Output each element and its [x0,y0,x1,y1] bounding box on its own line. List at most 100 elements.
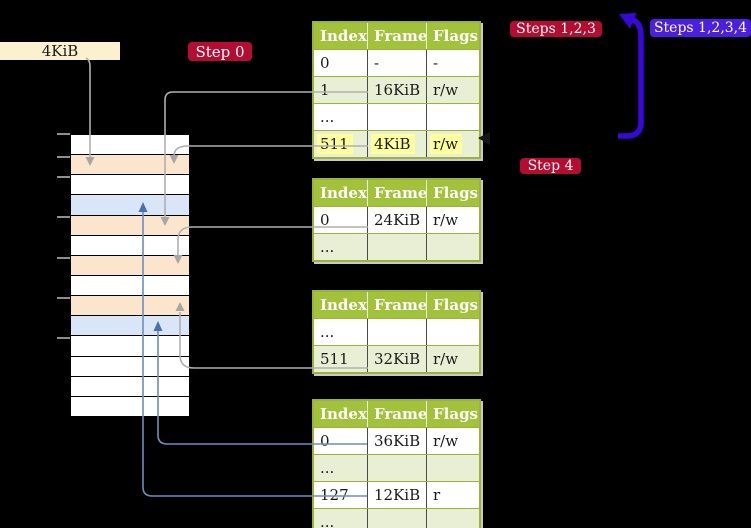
col-header-flags: Flags [433,27,478,45]
cell-flags [427,234,479,260]
cell-frame: 36KiB [368,428,427,454]
cell-index: ... [314,455,368,481]
cell-flags: r/w [427,77,479,103]
cell-flags: r/w [433,211,459,229]
cell-frame: - [368,50,427,76]
steps1234-badge-text: Steps 1,2,3,4 [653,20,748,36]
cell-frame: 12KiB [368,482,427,508]
cell-index: ... [314,104,368,130]
memory-row [71,396,189,416]
cell-frame: 32KiB [368,346,427,372]
col-header-flags: Flags [433,184,478,202]
cell-index: 0 [314,207,368,233]
cell-index: 0 [314,428,368,454]
memory-row-frame-32kib [71,296,189,317]
highlighted-text: r/w [430,134,463,154]
memory-row-frame-4kib [71,155,189,176]
memory-row-page-36kib [71,316,189,337]
col-header-flags: Flags [433,296,478,314]
cell-frame [368,319,427,345]
cell-flags: - [433,54,439,72]
memory-row [71,336,189,357]
col-header-index: Index [314,401,368,427]
memory-row-page-12kib [71,195,189,216]
cell-frame [368,509,427,528]
step0-badge: Step 0 [188,42,252,61]
table-header: Index Frame Flags [314,180,479,206]
memory-tick [57,133,70,135]
steps123-badge: Steps 1,2,3 [510,21,602,37]
col-header-frame: Frame [368,401,427,427]
frame-size-label-text: 4KiB [41,42,79,60]
table-header: Index Frame Flags [314,292,479,318]
col-header-index: Index [314,23,368,49]
memory-row [71,175,189,196]
col-header-index: Index [314,292,368,318]
cell-frame: 4KiB [368,131,427,157]
table-row: 1 16KiB r/w [314,76,479,103]
page-table-2: Index Frame Flags 0 24KiB r/w ... [312,178,481,262]
table-header: Index Frame Flags [314,23,479,49]
step4-badge-text: Step 4 [527,158,574,174]
cell-frame [368,234,427,260]
recursive-loop-arrowhead-icon [619,13,637,29]
memory-tick [57,216,70,218]
table-row: ... [314,233,479,260]
cell-flags: r/w [427,346,479,372]
memory-tick [57,257,70,259]
cell-index: 127 [314,482,368,508]
memory-row [71,135,189,156]
cell-flags: r [433,486,441,504]
cell-index: 511 [314,131,368,157]
cell-index: 511 [314,346,368,372]
steps1234-badge: Steps 1,2,3,4 [650,19,751,37]
cell-flags [427,104,479,130]
page-table-1: Index Frame Flags 0 - - 1 16KiB r/w ... … [312,21,481,159]
table-row: ... [314,508,479,528]
highlighted-text: 4KiB [371,134,415,154]
cell-index: 1 [314,77,368,103]
col-header-frame: Frame [368,292,427,318]
table-row: 0 36KiB r/w [314,427,479,454]
cell-flags: r/w [433,432,459,450]
step4-badge: Step 4 [520,158,581,174]
steps123-badge-text: Steps 1,2,3 [516,21,596,37]
cell-frame: 24KiB [368,207,427,233]
memory-tick [57,176,70,178]
recursive-loop-arrow [618,17,644,139]
cell-frame [368,455,427,481]
memory-row [71,356,189,377]
table-row: 0 - - [314,49,479,76]
page-table-4: Index Frame Flags 0 36KiB r/w ... 127 12… [312,399,481,528]
cell-flags: r/w [427,131,479,157]
table-row-recursive-entry: 511 4KiB r/w [314,130,479,157]
col-header-index: Index [314,180,368,206]
physical-memory-strip [70,134,190,417]
frame-size-label: 4KiB [0,42,120,60]
table-row: 511 32KiB r/w [314,345,479,372]
col-header-frame: Frame [368,23,427,49]
highlighted-text: 511 [317,134,353,154]
table-row: 0 24KiB r/w [314,206,479,233]
cell-flags [427,319,479,345]
table-row: ... [314,318,479,345]
table-row: ... [314,103,479,130]
memory-row-frame-24kib [71,255,189,276]
step0-badge-text: Step 0 [195,42,245,61]
cell-flags [427,509,479,528]
memory-row [71,275,189,297]
page-table-3: Index Frame Flags ... 511 32KiB r/w [312,290,481,374]
cell-index: ... [314,234,368,260]
table-row: 127 12KiB r [314,481,479,508]
memory-row [71,235,189,256]
cell-flags [427,455,479,481]
memory-row [71,376,189,397]
col-header-frame: Frame [368,180,427,206]
memory-tick [57,156,70,158]
cell-index: ... [314,319,368,345]
cell-index: ... [314,509,368,528]
col-header-flags: Flags [433,405,478,423]
table-header: Index Frame Flags [314,401,479,427]
cell-index: 0 [314,50,368,76]
